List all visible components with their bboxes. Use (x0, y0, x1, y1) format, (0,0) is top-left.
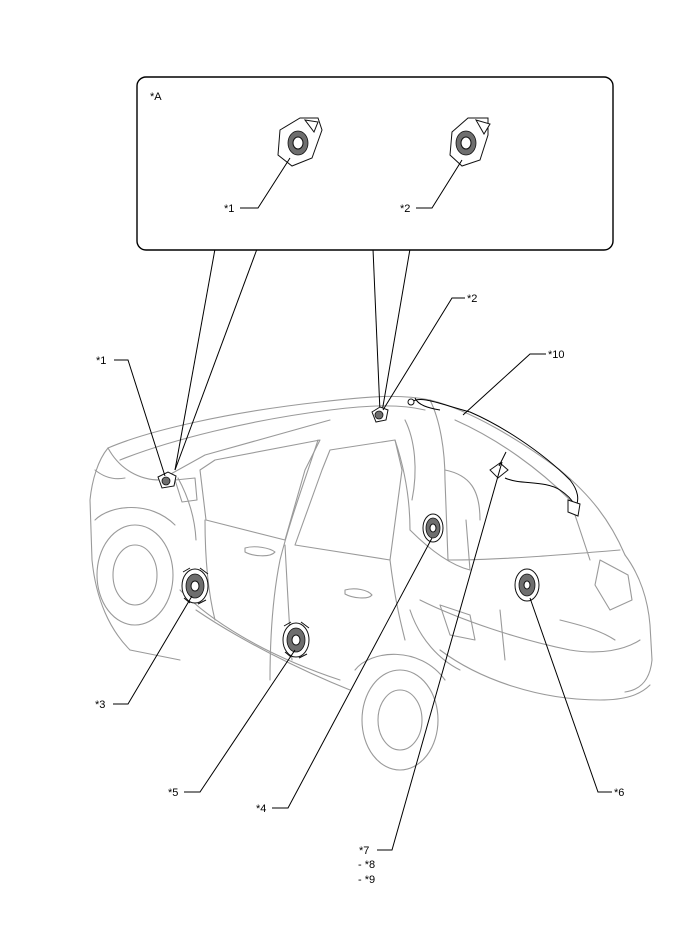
tweeter-front-left-inset-icon (277, 117, 323, 167)
callout-9: - *9 (358, 874, 375, 886)
inset-label: *A (150, 91, 162, 103)
callout-4: *4 (256, 803, 266, 815)
callout-1: *1 (96, 355, 106, 367)
callout-leaders (113, 297, 612, 851)
inset-callout-1: *1 (224, 203, 234, 215)
front-tweeter-right-icon (371, 406, 389, 423)
roof-antenna-icon (489, 451, 509, 479)
front-tweeter-left-icon (157, 471, 177, 489)
front-door-speaker-icon (181, 567, 209, 605)
callout-7: *7 (359, 845, 369, 857)
vehicle-outline (89, 395, 653, 771)
callout-8: - *8 (358, 859, 375, 871)
antenna-cord-icon (407, 397, 581, 517)
callout-10: *10 (548, 349, 565, 361)
inset-box-a: *A *1 *2 (136, 76, 614, 471)
tweeter-front-right-inset-icon (449, 117, 491, 167)
rear-quarter-speaker-right-icon (514, 568, 540, 602)
callout-5: *5 (168, 787, 178, 799)
callout-3: *3 (95, 699, 105, 711)
inset-callout-2: *2 (400, 203, 410, 215)
rear-door-speaker-icon (282, 621, 310, 659)
rear-quarter-speaker-left-icon (422, 513, 444, 543)
callout-6: *6 (614, 787, 624, 799)
callout-2: *2 (467, 293, 477, 305)
